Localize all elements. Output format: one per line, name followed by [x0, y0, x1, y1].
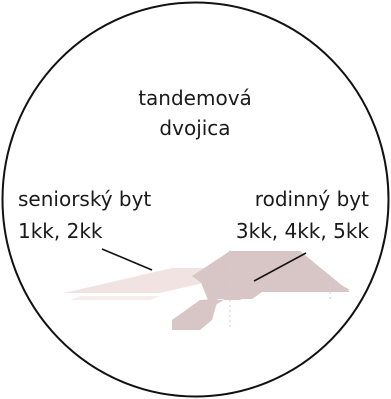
family-label-line-1: rodinný byt	[255, 187, 369, 211]
senior-leader-line	[101, 248, 153, 271]
family-unit-main	[172, 251, 350, 330]
family-unit-lower	[172, 299, 218, 330]
family-label-line-2: 3kk, 4kk, 5kk	[236, 219, 370, 243]
senior-label-line-2: 1kk, 2kk	[18, 219, 103, 243]
title-line-2: dvojica	[159, 116, 230, 140]
senior-unit-shadow	[70, 296, 160, 300]
senior-label-line-1: seniorský byt	[18, 187, 151, 211]
family-leader-line	[253, 252, 307, 282]
title-line-1: tandemová	[138, 86, 252, 110]
